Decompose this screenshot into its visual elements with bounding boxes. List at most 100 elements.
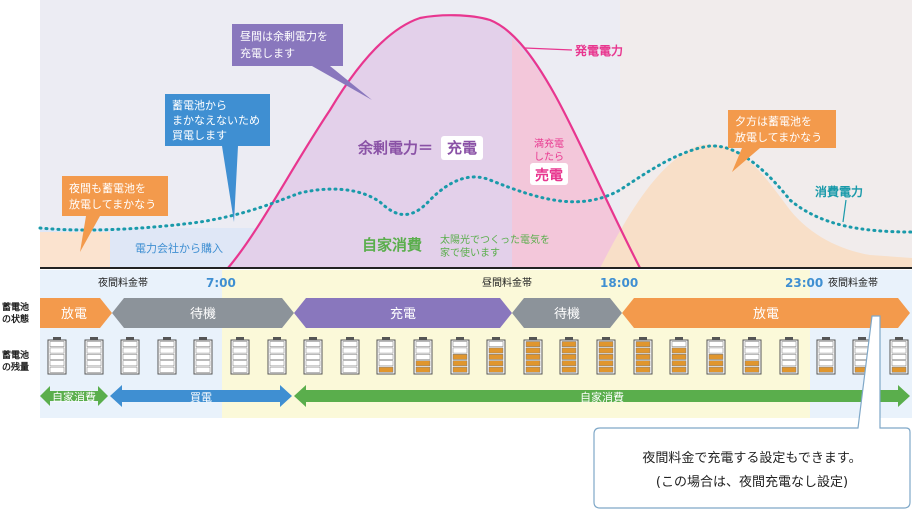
battery-terminal [126, 337, 134, 340]
sell-badge-text: 売電 [535, 167, 563, 184]
battery-icon [779, 337, 799, 375]
battery-segment-empty [86, 354, 102, 360]
surplus-badge-text: 充電 [447, 139, 477, 157]
battery-segment-empty [818, 347, 834, 354]
battery-segment-empty [49, 341, 65, 347]
battery-segment-filled [635, 347, 651, 354]
battery-segment-filled [708, 360, 724, 367]
battery-segment-filled [598, 360, 614, 367]
battery-segment-empty [195, 341, 211, 347]
state-standby-1: 待機 [112, 298, 294, 328]
battery-icon [889, 337, 909, 375]
battery-segment-empty [122, 341, 138, 347]
note-line-2: (この場合は、夜間充電なし設定) [656, 474, 848, 490]
battery-segment-filled [452, 366, 468, 373]
time-23: 23:00 [785, 276, 823, 290]
battery-segment-filled [525, 360, 541, 367]
battery-terminal [602, 337, 610, 340]
battery-terminal [236, 337, 244, 340]
consumption-leader [842, 199, 847, 223]
battery-segment-empty [122, 347, 138, 354]
usage-self-1-label: 自家消費 [52, 390, 96, 404]
battery-segment-filled [598, 366, 614, 373]
battery-segment-empty [195, 360, 211, 367]
battery-segment-empty [452, 347, 468, 354]
usage-self-2: 自家消費 [294, 385, 910, 407]
evening-discharge-area [600, 144, 912, 268]
battery-terminal [382, 337, 390, 340]
battery-icon [84, 337, 104, 375]
callout-midday-surplus: 昼間は余剰電力を 充電します [232, 24, 372, 100]
battery-segment-empty [342, 347, 358, 354]
battery-icon [706, 337, 726, 375]
battery-segment-empty [232, 347, 248, 354]
battery-segment-empty [159, 360, 175, 367]
battery-terminal [822, 337, 830, 340]
battery-icon [193, 337, 213, 375]
battery-segment-empty [891, 360, 907, 367]
battery-segment-empty [159, 354, 175, 360]
battery-segment-empty [781, 354, 797, 360]
battery-segment-empty [195, 366, 211, 373]
battery-terminal [419, 337, 427, 340]
battery-segment-filled [561, 354, 577, 360]
battery-segment-empty [232, 354, 248, 360]
consumption-curve [38, 144, 912, 234]
battery-segment-empty [195, 354, 211, 360]
battery-segment-empty [818, 360, 834, 367]
battery-icon [267, 337, 287, 375]
state-row-label-1: 蓄電池 [2, 301, 29, 313]
battery-segment-filled [671, 360, 687, 367]
battery-segment-empty [305, 341, 321, 347]
night-rate-right-label: 夜間料金帯 [828, 276, 878, 289]
battery-segment-empty [415, 347, 431, 354]
battery-icon [340, 337, 360, 375]
battery-segment-empty [781, 360, 797, 367]
battery-segment-empty [744, 347, 760, 354]
battery-segment-empty [86, 360, 102, 367]
battery-segment-filled [525, 347, 541, 354]
battery-segment-filled [488, 354, 504, 360]
battery-segment-filled [598, 341, 614, 347]
callout-morning-buy: 蓄電池から まかなえないため 買電します [165, 94, 270, 222]
callout-evening-discharge: 夕方は蓄電池を 放電してまかなう [728, 110, 836, 172]
battery-segment-empty [781, 347, 797, 354]
battery-segment-filled [635, 366, 651, 373]
level-row-label-2: の残量 [2, 361, 29, 373]
state-discharge-2-label: 放電 [753, 307, 779, 322]
battery-icon [486, 337, 506, 375]
battery-terminal [90, 337, 98, 340]
battery-icon [669, 337, 689, 375]
callout-night-line-1: 夜間も蓄電池を [69, 181, 146, 195]
battery-icon [120, 337, 140, 375]
battery-segment-empty [378, 347, 394, 354]
battery-terminal [785, 337, 793, 340]
battery-segment-empty [415, 354, 431, 360]
usage-self-1: 自家消費 [40, 386, 108, 406]
battery-segment-empty [305, 360, 321, 367]
battery-segment-empty [744, 341, 760, 347]
state-discharge-2: 放電 [622, 298, 910, 328]
generation-leader [524, 47, 573, 51]
battery-terminal [639, 337, 647, 340]
battery-terminal [565, 337, 573, 340]
grid-purchase-label: 電力会社から購入 [135, 241, 223, 255]
battery-segment-filled [708, 354, 724, 360]
battery-segment-empty [305, 366, 321, 373]
battery-segment-filled [744, 360, 760, 367]
battery-segment-empty [269, 354, 285, 360]
battery-segment-filled [598, 347, 614, 354]
battery-terminal [53, 337, 61, 340]
battery-segment-filled [488, 347, 504, 354]
battery-segment-empty [378, 354, 394, 360]
usage-buy: 買電 [110, 385, 292, 407]
solar-note-1: 太陽光でつくった電気を [440, 233, 550, 246]
generation-label: 発電電力 [574, 43, 623, 58]
battery-segment-empty [708, 341, 724, 347]
battery-terminal [748, 337, 756, 340]
battery-terminal [199, 337, 207, 340]
battery-segment-empty [232, 360, 248, 367]
usage-self-2-label: 自家消費 [580, 390, 624, 404]
day-rate-label: 昼間料金帯 [482, 276, 532, 289]
battery-segment-empty [378, 360, 394, 367]
